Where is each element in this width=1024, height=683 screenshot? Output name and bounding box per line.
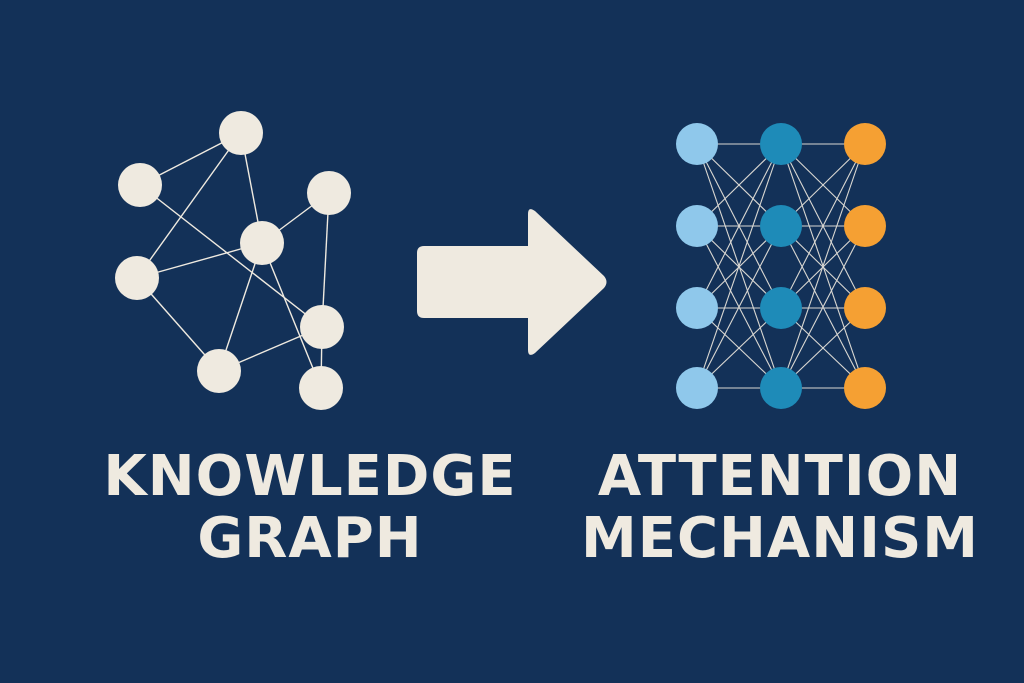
graph-edge [218, 242, 263, 372]
graph-node [219, 111, 263, 155]
hidden-node [760, 367, 802, 409]
graph-node [307, 171, 351, 215]
attention-mechanism-label: ATTENTION MECHANISM [530, 446, 1024, 570]
graph-node [240, 221, 284, 265]
hidden-node [760, 205, 802, 247]
graph-edge [261, 242, 322, 389]
input-layer [676, 123, 718, 409]
graph-node [300, 305, 344, 349]
knowledge-graph-label-line2: GRAPH [197, 506, 423, 571]
knowledge-graph-label-line1: KNOWLEDGE [103, 444, 517, 509]
graph-node [118, 163, 162, 207]
input-node [676, 123, 718, 165]
output-layer [844, 123, 886, 409]
graph-edges [136, 132, 330, 389]
graph-node [299, 366, 343, 410]
output-node [844, 367, 886, 409]
graph-node [115, 256, 159, 300]
graph-edge [139, 184, 323, 328]
graph-nodes [115, 111, 351, 410]
input-node [676, 367, 718, 409]
hidden-node [760, 287, 802, 329]
graph-edge [136, 132, 242, 279]
neural-network-icon [676, 123, 886, 409]
output-node [844, 205, 886, 247]
knowledge-graph-icon [115, 111, 351, 410]
output-node [844, 123, 886, 165]
output-node [844, 287, 886, 329]
knowledge-graph-label: KNOWLEDGE GRAPH [60, 446, 560, 570]
right-arrow-icon [417, 209, 607, 355]
network-edges [696, 143, 866, 389]
graph-node [197, 349, 241, 393]
graph-edge [321, 192, 330, 328]
input-node [676, 287, 718, 329]
input-node [676, 205, 718, 247]
hidden-node [760, 123, 802, 165]
attention-mechanism-label-line1: ATTENTION [597, 444, 963, 509]
hidden-layer [760, 123, 802, 409]
attention-mechanism-label-line2: MECHANISM [580, 506, 980, 571]
